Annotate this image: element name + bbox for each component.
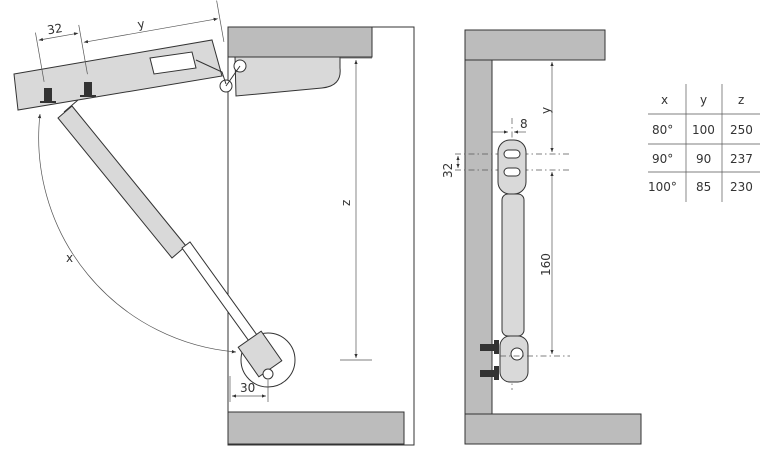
- upper-bracket: [497, 139, 527, 195]
- mounting-bracket: [237, 330, 296, 388]
- dimension-table: x y z 80° 100 250 90° 90 237 100° 85 230: [648, 84, 760, 202]
- dim-30-label: 30: [240, 381, 255, 395]
- table-cell: 237: [730, 152, 753, 166]
- table-cell: 250: [730, 123, 753, 137]
- strut-body: [501, 193, 525, 337]
- dim-32-label: 32: [46, 21, 63, 37]
- dim-y-label: y: [136, 17, 145, 32]
- screw-icon: [480, 366, 499, 380]
- table-header-x: x: [661, 93, 668, 107]
- screw-icon: [40, 88, 56, 103]
- dim-8-label: 8: [520, 117, 528, 131]
- dim-32-right-label: 32: [441, 163, 455, 178]
- screw-icon: [80, 82, 96, 97]
- right-bottom-panel: [464, 413, 642, 445]
- table-cell: 100: [692, 123, 715, 137]
- left-view: z 30 x 32 y: [13, 0, 415, 446]
- dim-z-label: z: [339, 200, 353, 206]
- table-cell: 100°: [648, 180, 677, 194]
- dim-x-label: x: [66, 251, 73, 265]
- table-cell: 80°: [652, 123, 673, 137]
- table-header-y: y: [700, 93, 707, 107]
- right-top-panel: [464, 29, 606, 61]
- table-cell: 90°: [652, 152, 673, 166]
- dim-160-label: 160: [539, 253, 553, 276]
- screw-icon: [480, 340, 499, 354]
- cabinet-bottom-panel: [227, 411, 405, 445]
- table-header-z: z: [738, 93, 744, 107]
- dim-y-right-label: y: [539, 107, 553, 114]
- table-cell: 90: [696, 152, 711, 166]
- table-cell: 85: [696, 180, 711, 194]
- hinge-plate: [234, 56, 341, 97]
- right-side-wall: [464, 59, 493, 417]
- right-view: 8 y 160 32: [441, 29, 642, 445]
- table-cell: 230: [730, 180, 753, 194]
